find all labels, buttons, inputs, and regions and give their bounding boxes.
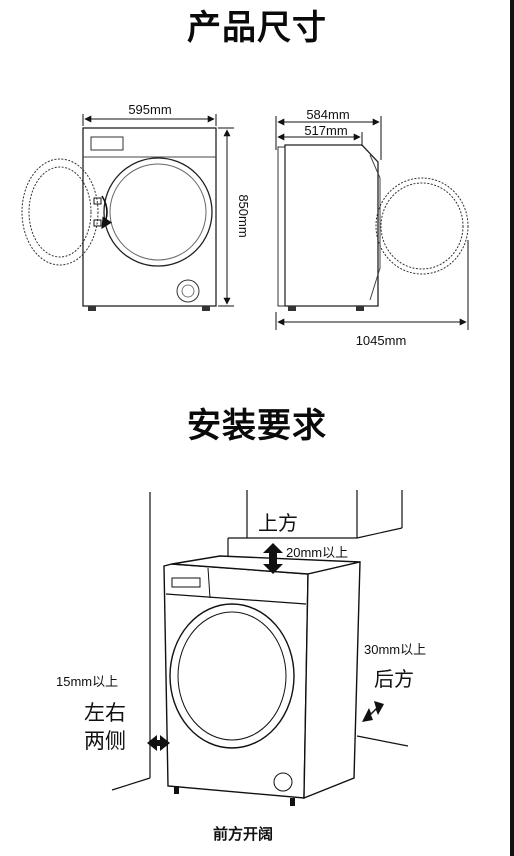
front-width-label: 595mm — [128, 102, 171, 117]
front-height-label: 850mm — [236, 194, 251, 237]
top-clearance-label: 20mm以上 — [286, 545, 348, 560]
product-dimensions-title: 产品尺寸 — [187, 8, 327, 48]
back-clearance-label: 30mm以上 — [364, 642, 426, 657]
back-side-label: 后方 — [374, 668, 414, 691]
side-clearance-label: 15mm以上 — [56, 674, 118, 689]
sides-label-line2: 两侧 — [84, 730, 126, 753]
side-depth-label: 584mm — [306, 107, 349, 122]
installation-requirements-title: 安装要求 — [187, 406, 327, 446]
top-side-label: 上方 — [258, 512, 298, 535]
front-view-washer: 595mm 850mm — [21, 102, 251, 311]
sides-label-line1: 左右 — [84, 702, 126, 725]
washer-front-view — [163, 555, 361, 806]
dimension-diagram: 595mm 850mm 584mm 517mm 1045mm — [21, 102, 469, 348]
installation-diagram: 上方 20mm以上 30mm以上 后方 15mm以上 左右 两侧 前方开阔 — [56, 490, 426, 843]
door-open-depth-label: 1045mm — [356, 333, 407, 348]
front-clearance-label: 前方开阔 — [213, 825, 273, 843]
side-body-depth-label: 517mm — [304, 123, 347, 138]
page-right-border — [510, 0, 514, 856]
side-view-washer: 584mm 517mm 1045mm — [275, 107, 469, 348]
